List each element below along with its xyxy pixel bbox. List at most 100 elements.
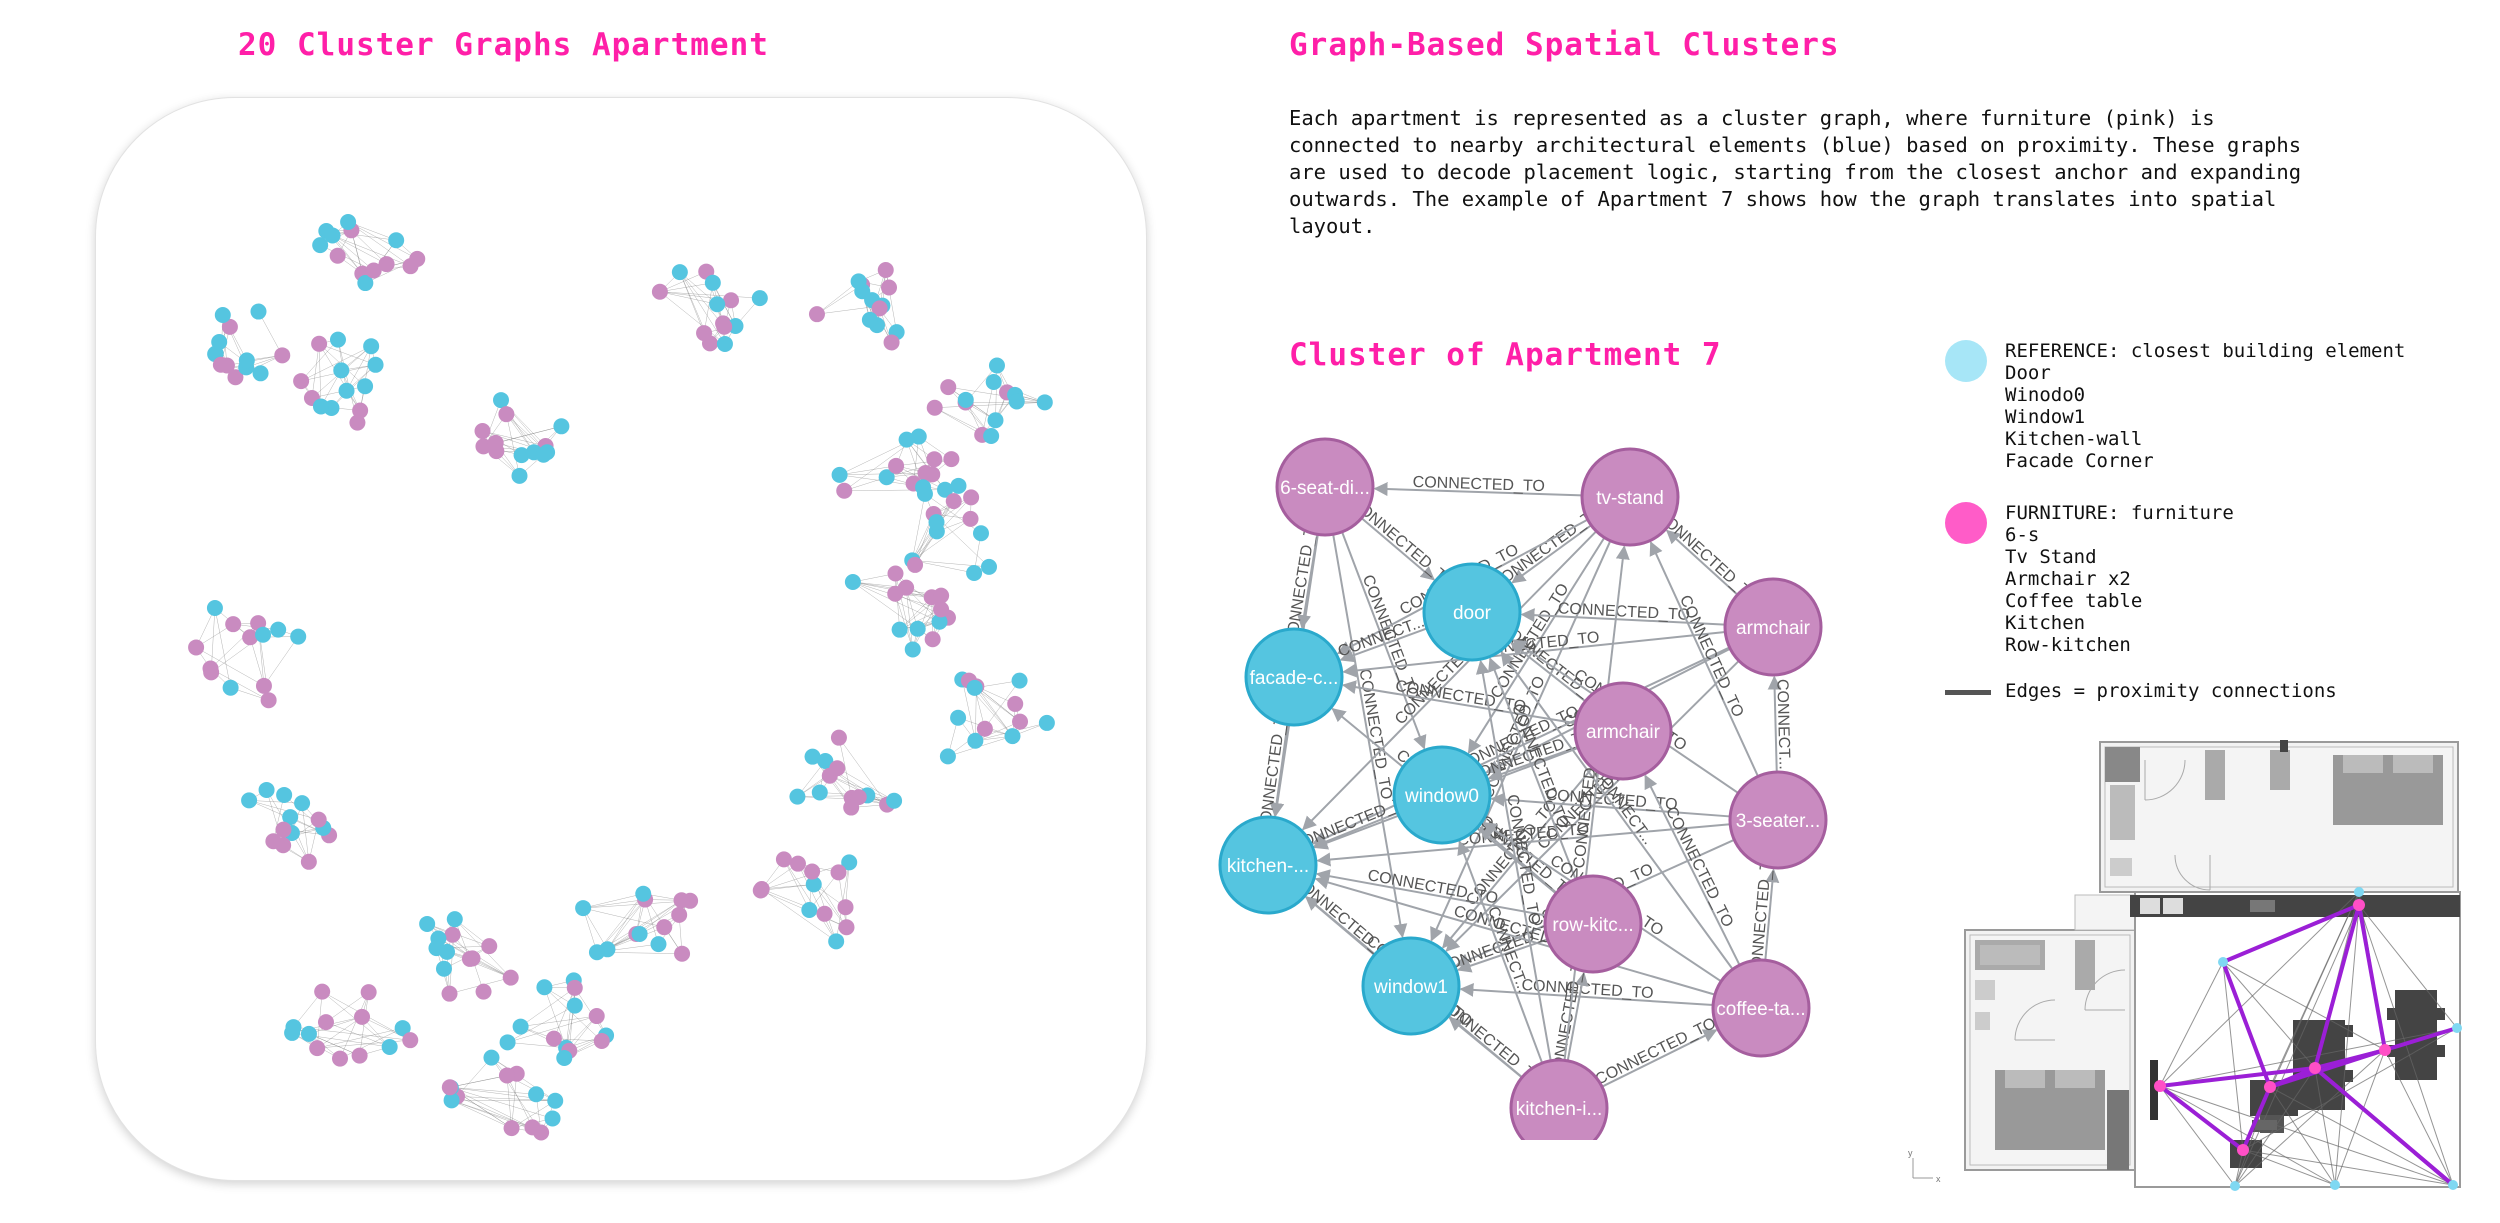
plan-reference-node [2448, 1180, 2458, 1190]
plan-edge [2159, 891, 2360, 1087]
mini-reference-node [928, 514, 945, 531]
mini-furniture-node [830, 864, 847, 881]
mini-edge [332, 235, 363, 274]
graph-edge [1649, 541, 1759, 777]
plan-furniture-node [2154, 1080, 2166, 1092]
mini-edge [263, 636, 299, 686]
mini-reference-node [805, 876, 822, 893]
mini-reference-node [499, 1034, 516, 1051]
node-label: row-kitc... [1552, 915, 1633, 936]
graph-edge [1341, 531, 1427, 750]
mini-edge [289, 816, 310, 862]
mini-edge [520, 1015, 597, 1027]
node-circle [1728, 770, 1828, 870]
mini-furniture-node [441, 1079, 458, 1096]
plan-edge [2234, 1049, 2386, 1187]
mini-edge [506, 1075, 533, 1128]
graph-edge [1315, 869, 1546, 917]
mini-edge [911, 493, 926, 561]
node-label: coffee-ta... [1716, 999, 1805, 1020]
mini-edge [332, 235, 411, 267]
legend-item: 6-s [2005, 524, 2040, 546]
legend-item: Coffee table [2005, 590, 2143, 612]
mini-furniture-node [926, 399, 943, 416]
plan-reference-node [2330, 1180, 2340, 1190]
furniture-node: kitchen-i... [1509, 1058, 1609, 1140]
mini-reference-node [285, 1019, 302, 1036]
node-label: facade-c... [1250, 668, 1339, 689]
mini-reference-node [828, 933, 845, 950]
plan-edge [2314, 1067, 2336, 1186]
mini-furniture-node [696, 325, 713, 342]
mini-reference-node [1036, 394, 1053, 411]
plan-proximity-edges [2154, 887, 2462, 1191]
mini-edge [659, 271, 707, 292]
node-circle [1244, 627, 1344, 727]
legend-furniture-text: FURNITURE: furniture 6-s Tv Stand Armcha… [2005, 502, 2234, 656]
mini-edge [816, 281, 859, 315]
mini-furniture-node [221, 318, 238, 335]
mini-edge [679, 271, 718, 305]
mini-cluster [441, 1049, 564, 1141]
mini-edge [482, 430, 546, 447]
mini-reference-node [222, 679, 239, 696]
mini-furniture-node [309, 1040, 326, 1057]
mini-furniture-node [940, 379, 957, 396]
description-text: Each apartment is represented as a clust… [1289, 106, 2302, 238]
plan-edge [2159, 1085, 2236, 1187]
mini-edge [311, 343, 320, 399]
mini-reference-node [844, 574, 861, 591]
mini-furniture-node [351, 1047, 368, 1064]
mini-edge [308, 1016, 363, 1035]
mini-reference-node [916, 485, 933, 502]
graph-edge [1269, 724, 1289, 817]
mini-edge [976, 686, 1013, 737]
mini-reference-node [1008, 393, 1025, 410]
mini-edge [249, 800, 319, 820]
node-circle [1422, 562, 1522, 662]
mini-edge [783, 859, 810, 911]
mini-reference-node [340, 214, 357, 231]
mini-furniture-node [242, 629, 259, 646]
mini-furniture-node [829, 760, 846, 777]
mini-furniture-node [926, 451, 943, 468]
mini-furniture-node [1012, 713, 1029, 730]
mini-edge [659, 291, 760, 299]
mini-furniture-node [349, 414, 366, 431]
mini-edge [659, 291, 718, 305]
mini-reference-node [878, 469, 895, 486]
mini-furniture-node [651, 283, 668, 300]
mini-reference-node [528, 1086, 545, 1103]
mini-furniture-node [943, 451, 960, 468]
mini-cluster [831, 428, 960, 499]
graph-edge [1316, 823, 1731, 867]
mini-reference-node [329, 331, 346, 348]
mini-furniture-node [933, 587, 950, 604]
mini-reference-node [972, 525, 989, 542]
mini-reference-node [367, 356, 384, 373]
plan-edge [2384, 1049, 2454, 1186]
mini-edge [195, 647, 265, 687]
mini-furniture-node [225, 616, 242, 633]
graph-edge [1563, 545, 1630, 1061]
node-circle [1275, 437, 1375, 537]
mini-furniture-node [498, 406, 515, 423]
mini-reference-node [650, 936, 667, 953]
plan-edge [2242, 1149, 2454, 1186]
mini-reference-node [950, 709, 967, 726]
furniture-node: coffee-ta... [1711, 958, 1811, 1058]
mini-reference-node [206, 600, 223, 617]
mini-furniture-node [402, 1032, 419, 1049]
mini-furniture-node [260, 692, 277, 709]
mini-edge [446, 951, 511, 978]
mini-cluster [293, 331, 384, 431]
plan-edge [2222, 961, 2316, 1069]
plan-primary-edge [2313, 904, 2361, 1069]
mini-edge [520, 987, 575, 1027]
edge-label: CONNECTED_TO [1593, 1015, 1719, 1089]
mini-furniture-node [962, 510, 979, 527]
mini-furniture-node [804, 863, 821, 880]
legend-item: Door [2005, 362, 2051, 384]
mini-reference-node [811, 784, 828, 801]
mini-edge [838, 737, 852, 798]
